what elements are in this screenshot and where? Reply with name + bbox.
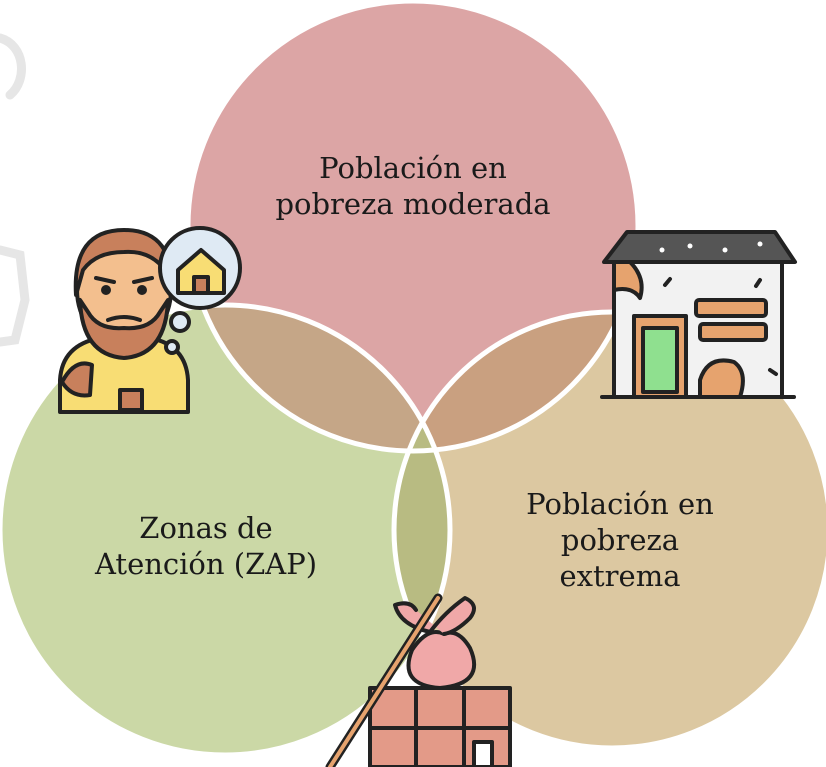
label-right-line-1: Población en <box>526 487 714 521</box>
overlap-top-left <box>188 305 450 451</box>
circle-left-border <box>0 302 453 758</box>
homeless-person-thinking-of-house-icon <box>58 226 242 414</box>
background-sketch-icon <box>0 33 30 347</box>
abandoned-house-icon <box>600 230 797 399</box>
label-left-line-1: Zonas de <box>139 511 273 545</box>
label-right-line-2: pobreza <box>560 523 680 557</box>
circle-top-border <box>185 0 641 454</box>
label-poblacion-pobreza-extrema: Población en pobreza extrema <box>520 486 720 594</box>
label-top-line-2: pobreza moderada <box>275 187 551 221</box>
label-zonas-de-atencion: Zonas de Atención (ZAP) <box>56 510 356 582</box>
label-right-line-3: extrema <box>559 559 681 593</box>
label-top-line-1: Población en <box>319 151 507 185</box>
label-poblacion-pobreza-moderada: Población en pobreza moderada <box>230 150 596 222</box>
label-left-line-2: Atención (ZAP) <box>94 547 318 581</box>
overlap-top-right <box>394 312 638 451</box>
bindle-bundle-and-boxes-icon <box>325 593 512 767</box>
